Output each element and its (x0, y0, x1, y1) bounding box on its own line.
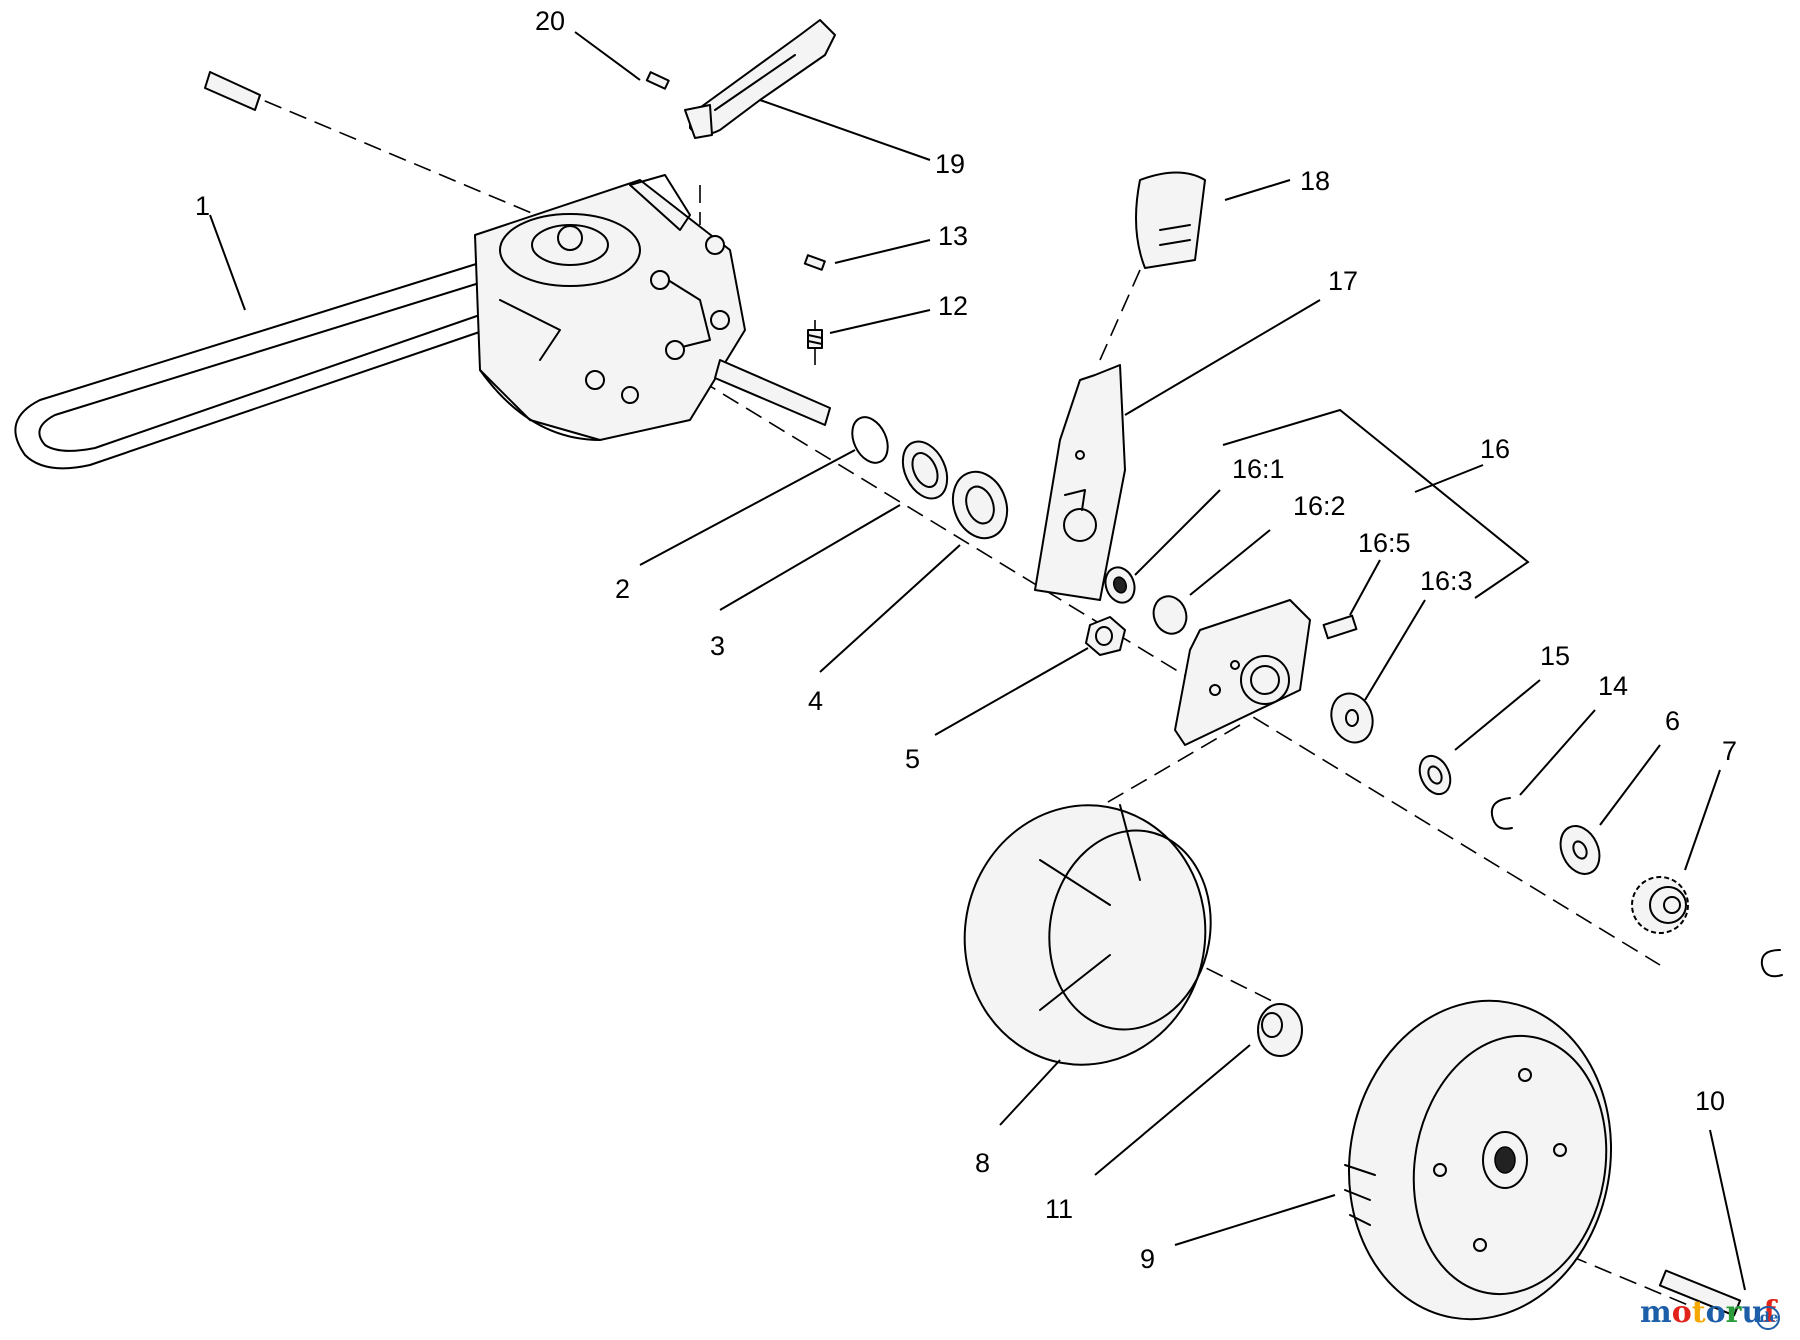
watermark-letter: m (1640, 1295, 1672, 1330)
callout-8: 8 (975, 1148, 990, 1178)
washer-part-6 (1559, 825, 1601, 875)
wheel-part-9 (1344, 999, 1613, 1321)
drive-lever-part-19 (684, 19, 836, 139)
lever-grip-part-18 (1135, 171, 1206, 269)
callout-9: 9 (1140, 1244, 1155, 1274)
callout-11: 11 (1045, 1194, 1073, 1224)
axle-shaft (204, 71, 831, 426)
callout-13: 13 (938, 221, 968, 251)
callout-labels: 20 19 18 1 13 12 17 16 16:1 16:2 16:5 16… (195, 6, 1737, 1274)
watermark-text: motoruf (1640, 1295, 1778, 1330)
spring-part-12 (807, 329, 823, 349)
watermark-suffix: .de (1755, 1310, 1779, 1326)
washer-part-15 (1418, 754, 1452, 796)
spacer-part-16-2 (1152, 595, 1188, 635)
watermark-letter: o (1672, 1295, 1692, 1330)
callout-1: 1 (195, 191, 210, 221)
callout-16: 16 (1480, 434, 1510, 464)
roll-pin-part-20 (645, 71, 670, 90)
washer-part-16-3 (1330, 692, 1374, 744)
retaining-ring-part-2 (851, 416, 889, 464)
callout-15: 15 (1540, 641, 1570, 671)
callout-2: 2 (615, 574, 630, 604)
watermark-letter: o (1706, 1295, 1726, 1330)
callout-16-2: 16:2 (1293, 491, 1346, 521)
wheel-bolt-part-10 (1658, 1269, 1742, 1317)
watermark-circle-icon (1756, 1306, 1780, 1330)
drive-belt-part-1 (14, 254, 506, 470)
watermark-letter: f (1763, 1295, 1778, 1330)
callout-16-3: 16:3 (1420, 566, 1473, 596)
bearing-part-16-1 (1104, 566, 1136, 604)
pinion-gear-part-7 (1631, 876, 1689, 934)
callout-12: 12 (938, 291, 968, 321)
callout-16-5: 16:5 (1358, 528, 1411, 558)
callout-14: 14 (1598, 671, 1628, 701)
bushing-part-4 (951, 470, 1009, 540)
watermark-letter: t (1692, 1295, 1706, 1330)
height-bracket-part-16 (1174, 599, 1311, 746)
assembly-bracket-16 (1222, 408, 1530, 599)
e-clip-part-7-retainer (1760, 949, 1783, 978)
height-lever-plate-part-17 (1034, 364, 1126, 601)
callout-16-1: 16:1 (1232, 454, 1285, 484)
callout-20: 20 (535, 6, 565, 36)
callout-19: 19 (935, 149, 965, 179)
washer-part-3 (901, 440, 949, 500)
wheel-bushing-part-11 (1257, 1003, 1303, 1057)
nut-part-5 (1085, 616, 1126, 656)
motoruf-watermark: motoruf .de (1640, 1295, 1780, 1330)
wheel-cover-part-8 (963, 804, 1212, 1066)
callout-4: 4 (808, 686, 823, 716)
callout-10: 10 (1695, 1086, 1725, 1116)
leader-lines (209, 31, 1746, 1291)
watermark-letter: r (1726, 1295, 1743, 1330)
callout-3: 3 (710, 631, 725, 661)
callout-7: 7 (1722, 736, 1737, 766)
callout-5: 5 (905, 744, 920, 774)
e-clip-part-14 (1490, 797, 1513, 830)
callout-18: 18 (1300, 166, 1330, 196)
detent-pin-part-16-5 (1322, 614, 1358, 640)
callout-6: 6 (1665, 706, 1680, 736)
pin-part-13 (803, 254, 826, 271)
transmission-housing (474, 174, 746, 441)
callout-17: 17 (1328, 266, 1358, 296)
